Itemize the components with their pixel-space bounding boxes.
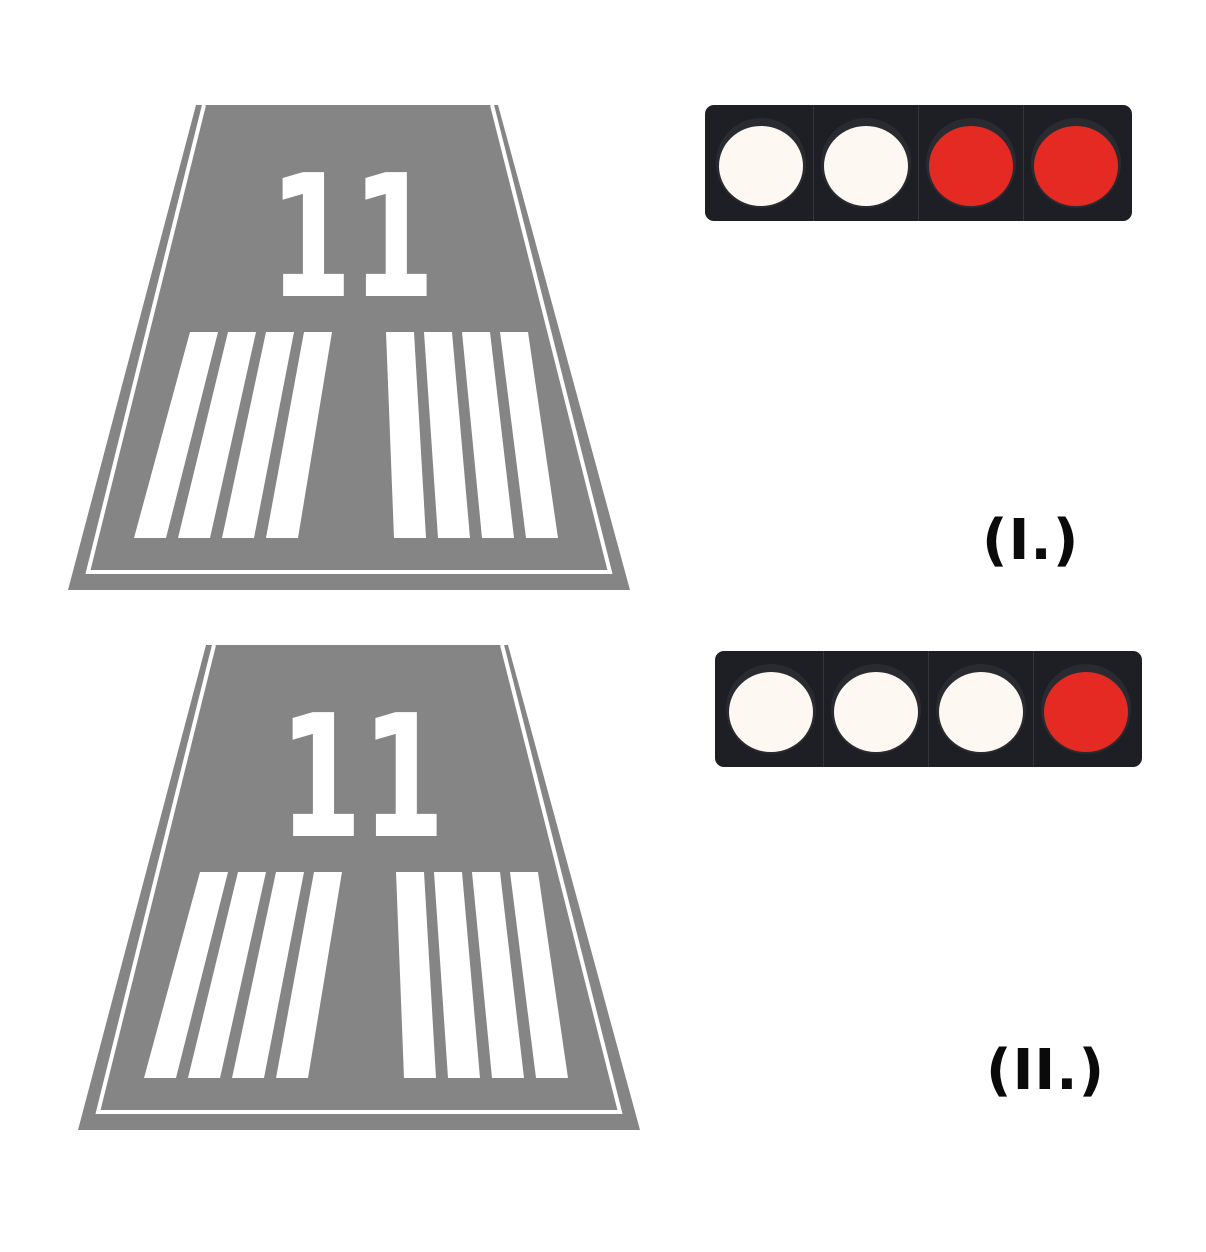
papi-unit <box>929 651 1034 767</box>
threshold-bar <box>188 872 266 1078</box>
threshold-bars-left <box>144 872 342 1078</box>
threshold-bars-right <box>396 872 568 1078</box>
papi-light-white <box>939 672 1023 752</box>
threshold-bar <box>424 332 470 538</box>
runway-edge-line <box>95 644 623 1114</box>
papi-unit <box>1024 105 1128 221</box>
papi-light-white <box>719 126 803 206</box>
papi-unit <box>814 105 919 221</box>
threshold-bar <box>144 872 228 1078</box>
panel-label: (II.) <box>986 1038 1106 1103</box>
runway-number: 11 <box>269 138 435 336</box>
runway-diagram: 11 <box>68 104 630 590</box>
papi-indicator <box>715 651 1142 767</box>
papi-light-red <box>1034 126 1118 206</box>
papi-light-white <box>834 672 918 752</box>
threshold-bar <box>472 872 524 1078</box>
threshold-bar <box>500 332 558 538</box>
threshold-bar <box>134 332 218 538</box>
runway-diagram: 11 <box>78 644 640 1130</box>
threshold-bar <box>386 332 426 538</box>
papi-light-white <box>824 126 908 206</box>
threshold-bar <box>434 872 480 1078</box>
threshold-bar <box>276 872 342 1078</box>
panel-label: (I.) <box>982 508 1080 573</box>
papi-light-white <box>729 672 813 752</box>
threshold-bar <box>222 332 294 538</box>
threshold-bar <box>396 872 436 1078</box>
papi-indicator <box>705 105 1132 221</box>
panel-one: 11 (I.) <box>0 0 1206 620</box>
threshold-bar <box>510 872 568 1078</box>
panel-two: 11 (II.) <box>0 620 1206 1252</box>
papi-unit <box>709 105 814 221</box>
papi-unit <box>919 105 1024 221</box>
threshold-bars-right <box>386 332 558 538</box>
threshold-bar <box>232 872 304 1078</box>
runway-edge-line <box>85 104 613 574</box>
papi-light-red <box>929 126 1013 206</box>
threshold-bar <box>266 332 332 538</box>
threshold-bar <box>178 332 256 538</box>
papi-light-red <box>1044 672 1128 752</box>
runway-number: 11 <box>279 678 445 876</box>
papi-unit <box>1034 651 1138 767</box>
threshold-bar <box>462 332 514 538</box>
papi-unit <box>719 651 824 767</box>
papi-unit <box>824 651 929 767</box>
threshold-bars-left <box>134 332 332 538</box>
